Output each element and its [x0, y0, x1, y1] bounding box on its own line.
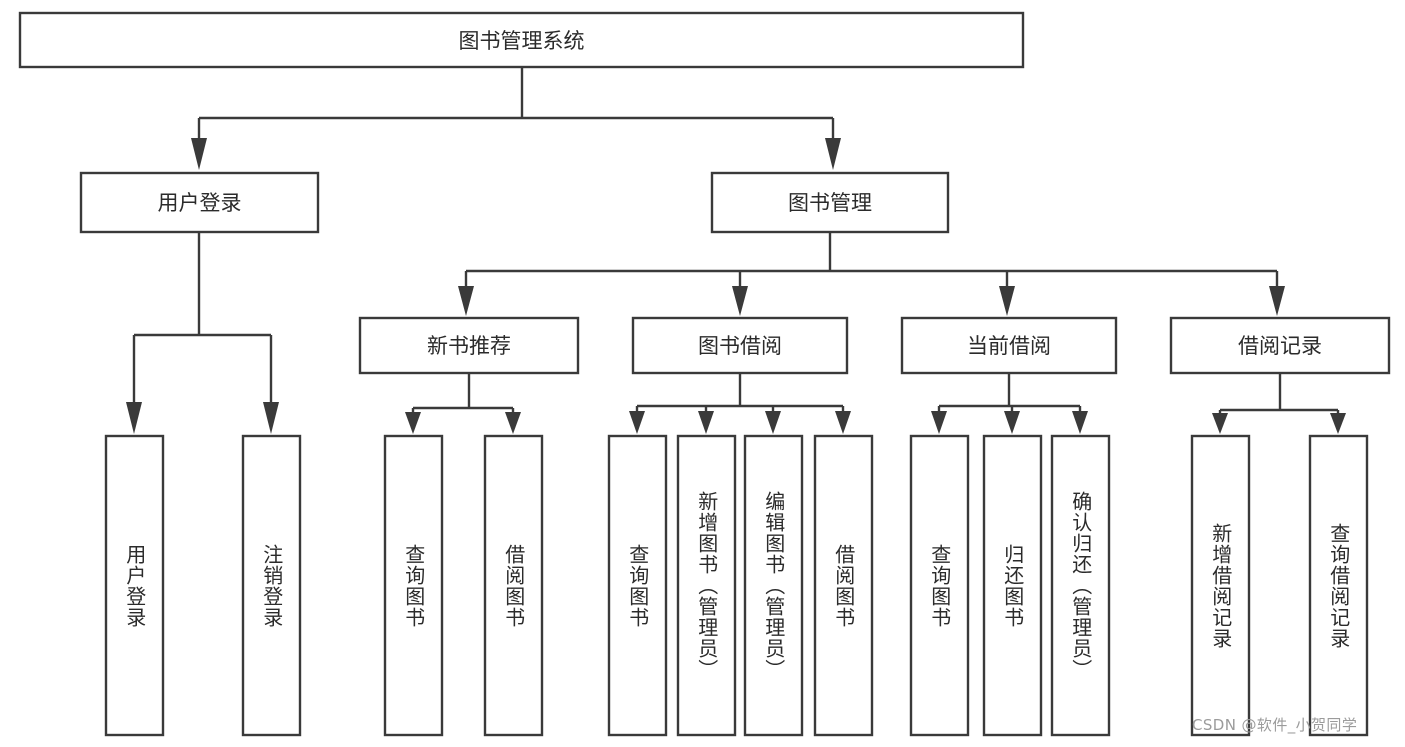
arrow-head-icon [835, 411, 851, 434]
connector-current-borrow-to-leaves [931, 373, 1088, 434]
leaf-box-borrow-book-rec[interactable] [483, 434, 544, 737]
arrow-head-icon [825, 138, 841, 170]
arrow-head-icon [1004, 411, 1020, 434]
node-current-borrow-label: 当前借阅 [967, 334, 1051, 358]
arrow-head-icon [765, 411, 781, 434]
arrow-head-icon [191, 138, 207, 170]
leaf-box-edit-book[interactable] [743, 434, 804, 737]
arrow-head-icon [405, 412, 421, 434]
node-user-login-box[interactable] [79, 171, 320, 234]
node-new-book-rec-label: 新书推荐 [427, 334, 511, 358]
connector-root-to-level2 [191, 67, 841, 170]
leaf-box-query-record[interactable] [1308, 434, 1369, 737]
leaf-boxes [104, 434, 1369, 737]
arrow-head-icon [629, 411, 645, 434]
node-book-borrow-label: 图书借阅 [698, 334, 782, 358]
arrow-head-icon [263, 402, 279, 434]
arrow-head-icon [1072, 411, 1088, 434]
leaf-box-add-book[interactable] [676, 434, 737, 737]
connector-user-login-to-leaves [126, 232, 279, 434]
leaf-box-user-login[interactable] [104, 434, 165, 737]
connector-borrow-record-to-leaves [1212, 373, 1346, 434]
node-current-borrow[interactable]: 当前借阅 [900, 316, 1118, 375]
node-root-label: 图书管理系统 [459, 29, 585, 53]
node-current-borrow-box[interactable] [900, 316, 1118, 375]
leaf-box-return-book[interactable] [982, 434, 1043, 737]
node-new-book-rec-box[interactable] [358, 316, 580, 375]
node-root[interactable]: 图书管理系统 [18, 11, 1025, 69]
arrow-head-icon [1269, 286, 1285, 316]
arrow-head-icon [505, 412, 521, 434]
arrow-head-icon [999, 286, 1015, 316]
leaf-box-logout[interactable] [241, 434, 302, 737]
node-user-login[interactable]: 用户登录 [79, 171, 320, 234]
node-root-box[interactable] [18, 11, 1025, 69]
csdn-watermark: CSDN @软件_小贺同学 [1192, 716, 1358, 734]
leaf-box-query-book-cur[interactable] [909, 434, 970, 737]
connector-book-manage-to-level3 [458, 232, 1285, 316]
leaf-box-add-record[interactable] [1190, 434, 1251, 737]
connector-new-book-rec-to-leaves [405, 373, 521, 434]
arrow-head-icon [458, 286, 474, 316]
node-borrow-record[interactable]: 借阅记录 [1169, 316, 1391, 375]
node-book-manage-label: 图书管理 [788, 191, 872, 215]
leaf-box-confirm-return[interactable] [1050, 434, 1111, 737]
arrow-head-icon [732, 286, 748, 316]
leaf-box-query-book-rec[interactable] [383, 434, 444, 737]
node-new-book-rec[interactable]: 新书推荐 [358, 316, 580, 375]
leaf-box-borrow-book[interactable] [813, 434, 874, 737]
arrow-head-icon [1330, 413, 1346, 434]
leaf-box-query-book-borrow[interactable] [607, 434, 668, 737]
arrow-head-icon [126, 402, 142, 434]
arrow-head-icon [931, 411, 947, 434]
arrow-head-icon [698, 411, 714, 434]
node-user-login-label: 用户登录 [158, 191, 242, 215]
node-book-manage[interactable]: 图书管理 [710, 171, 950, 234]
node-borrow-record-label: 借阅记录 [1238, 334, 1322, 358]
node-book-borrow[interactable]: 图书借阅 [631, 316, 849, 375]
connector-book-borrow-to-leaves [629, 373, 851, 434]
arrow-head-icon [1212, 413, 1228, 434]
